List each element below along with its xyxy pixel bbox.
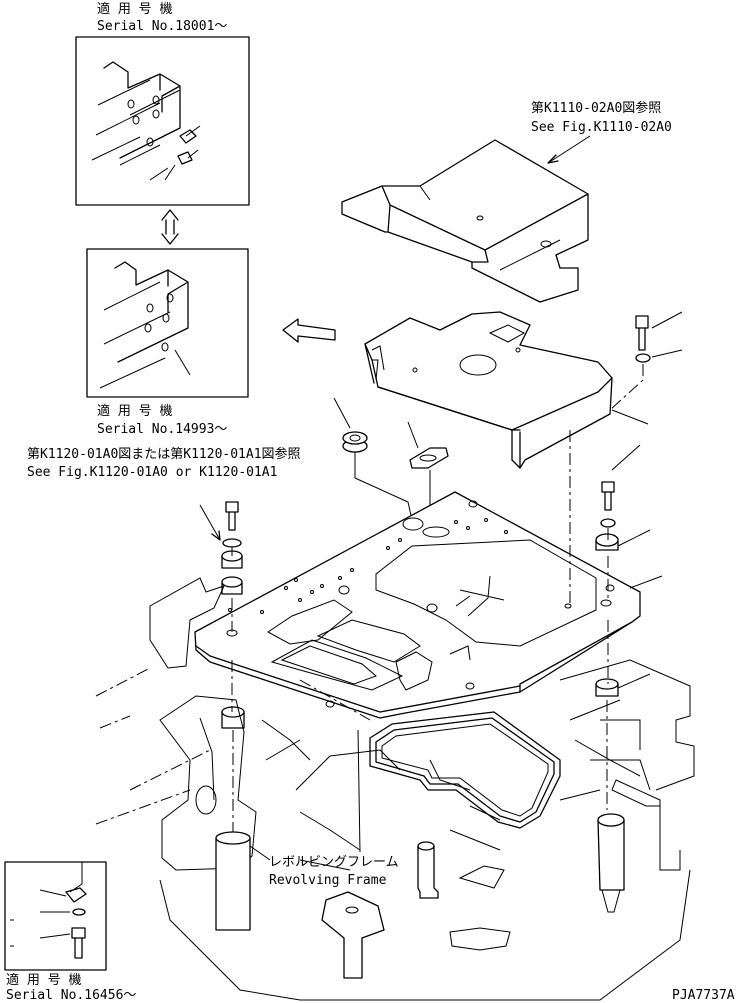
washer-left-icon: [222, 538, 242, 548]
bolt-right-axis: [606, 528, 609, 810]
mid-box-serial-label: Serial No.14993～: [97, 422, 227, 437]
side-panel-part: [149, 577, 225, 669]
ref-cover-jp-label: 第K1110-02A0図参照: [531, 100, 661, 116]
rubber-mount-right-bottom-part: [595, 678, 619, 697]
inset-top-bracket-with-bolts: [75, 36, 250, 206]
pillar-center-part: [417, 841, 439, 899]
frame-leaders: [249, 729, 361, 861]
lever-bracket-part: [321, 891, 385, 979]
ref-cover-en-label: See Fig.K1110-02A0: [531, 120, 672, 135]
drawing-code-label: PJA7737A: [672, 988, 735, 1003]
rubber-mount-right-top-part: [595, 533, 619, 551]
bolt-left-icon: [225, 501, 239, 531]
pointer-arrow-icon: [282, 318, 336, 343]
floor-seal-gasket-part: [369, 711, 561, 829]
seat-bracket-part: [364, 311, 613, 469]
pillar-right-part: [597, 813, 625, 913]
frame-en-label: Revolving Frame: [269, 873, 387, 888]
grommet-round-part: [342, 431, 368, 453]
bottom-box-serial-label: Serial No.16456～: [6, 988, 136, 1003]
washer-right-top-icon: [635, 353, 651, 363]
floor-plate-part: [194, 491, 641, 719]
floor-cover-part: [341, 139, 589, 303]
rubber-mount-left-top-part: [221, 550, 243, 595]
bolt-right-top-axis: [609, 364, 644, 411]
bolt-right-icon: [601, 481, 615, 511]
ref-cover-arrowhead-icon: [547, 154, 559, 164]
grommet-leaders: [333, 397, 431, 521]
leader-lines-right: [611, 311, 683, 471]
ref-cover-leader: [547, 135, 591, 164]
double-arrow-icon: [161, 209, 179, 245]
bolt-right-top-icon: [635, 315, 649, 351]
leader-lines-mounts: [617, 529, 663, 689]
ref-floor-jp-label: 第K1120-01A0図または第K1120-01A1図参照: [27, 446, 301, 462]
frame-jp-label: レボルビングフレーム: [269, 855, 399, 870]
washer-right-icon: [600, 518, 616, 528]
ref-floor-arrowhead-icon: [211, 530, 221, 541]
grommet-oval-part: [409, 447, 449, 469]
inset-bottom-bolt-assembly: [4, 861, 107, 971]
top-box-jp-label: 適 用 号 機: [97, 1, 172, 17]
top-box-serial-label: Serial No.18001～: [97, 19, 227, 34]
ref-floor-en-label: See Fig.K1120-01A0 or K1120-01A1: [27, 465, 277, 480]
mid-box-jp-label: 適 用 号 機: [97, 403, 172, 419]
inset-mid-bracket: [86, 248, 249, 398]
ref-floor-leader: [199, 504, 221, 541]
bottom-box-jp-label: 適 用 号 機: [6, 972, 81, 988]
pillar-left-part: [215, 831, 251, 931]
revolving-frame-part: [95, 659, 695, 1001]
bolt-left-axis: [231, 547, 234, 845]
